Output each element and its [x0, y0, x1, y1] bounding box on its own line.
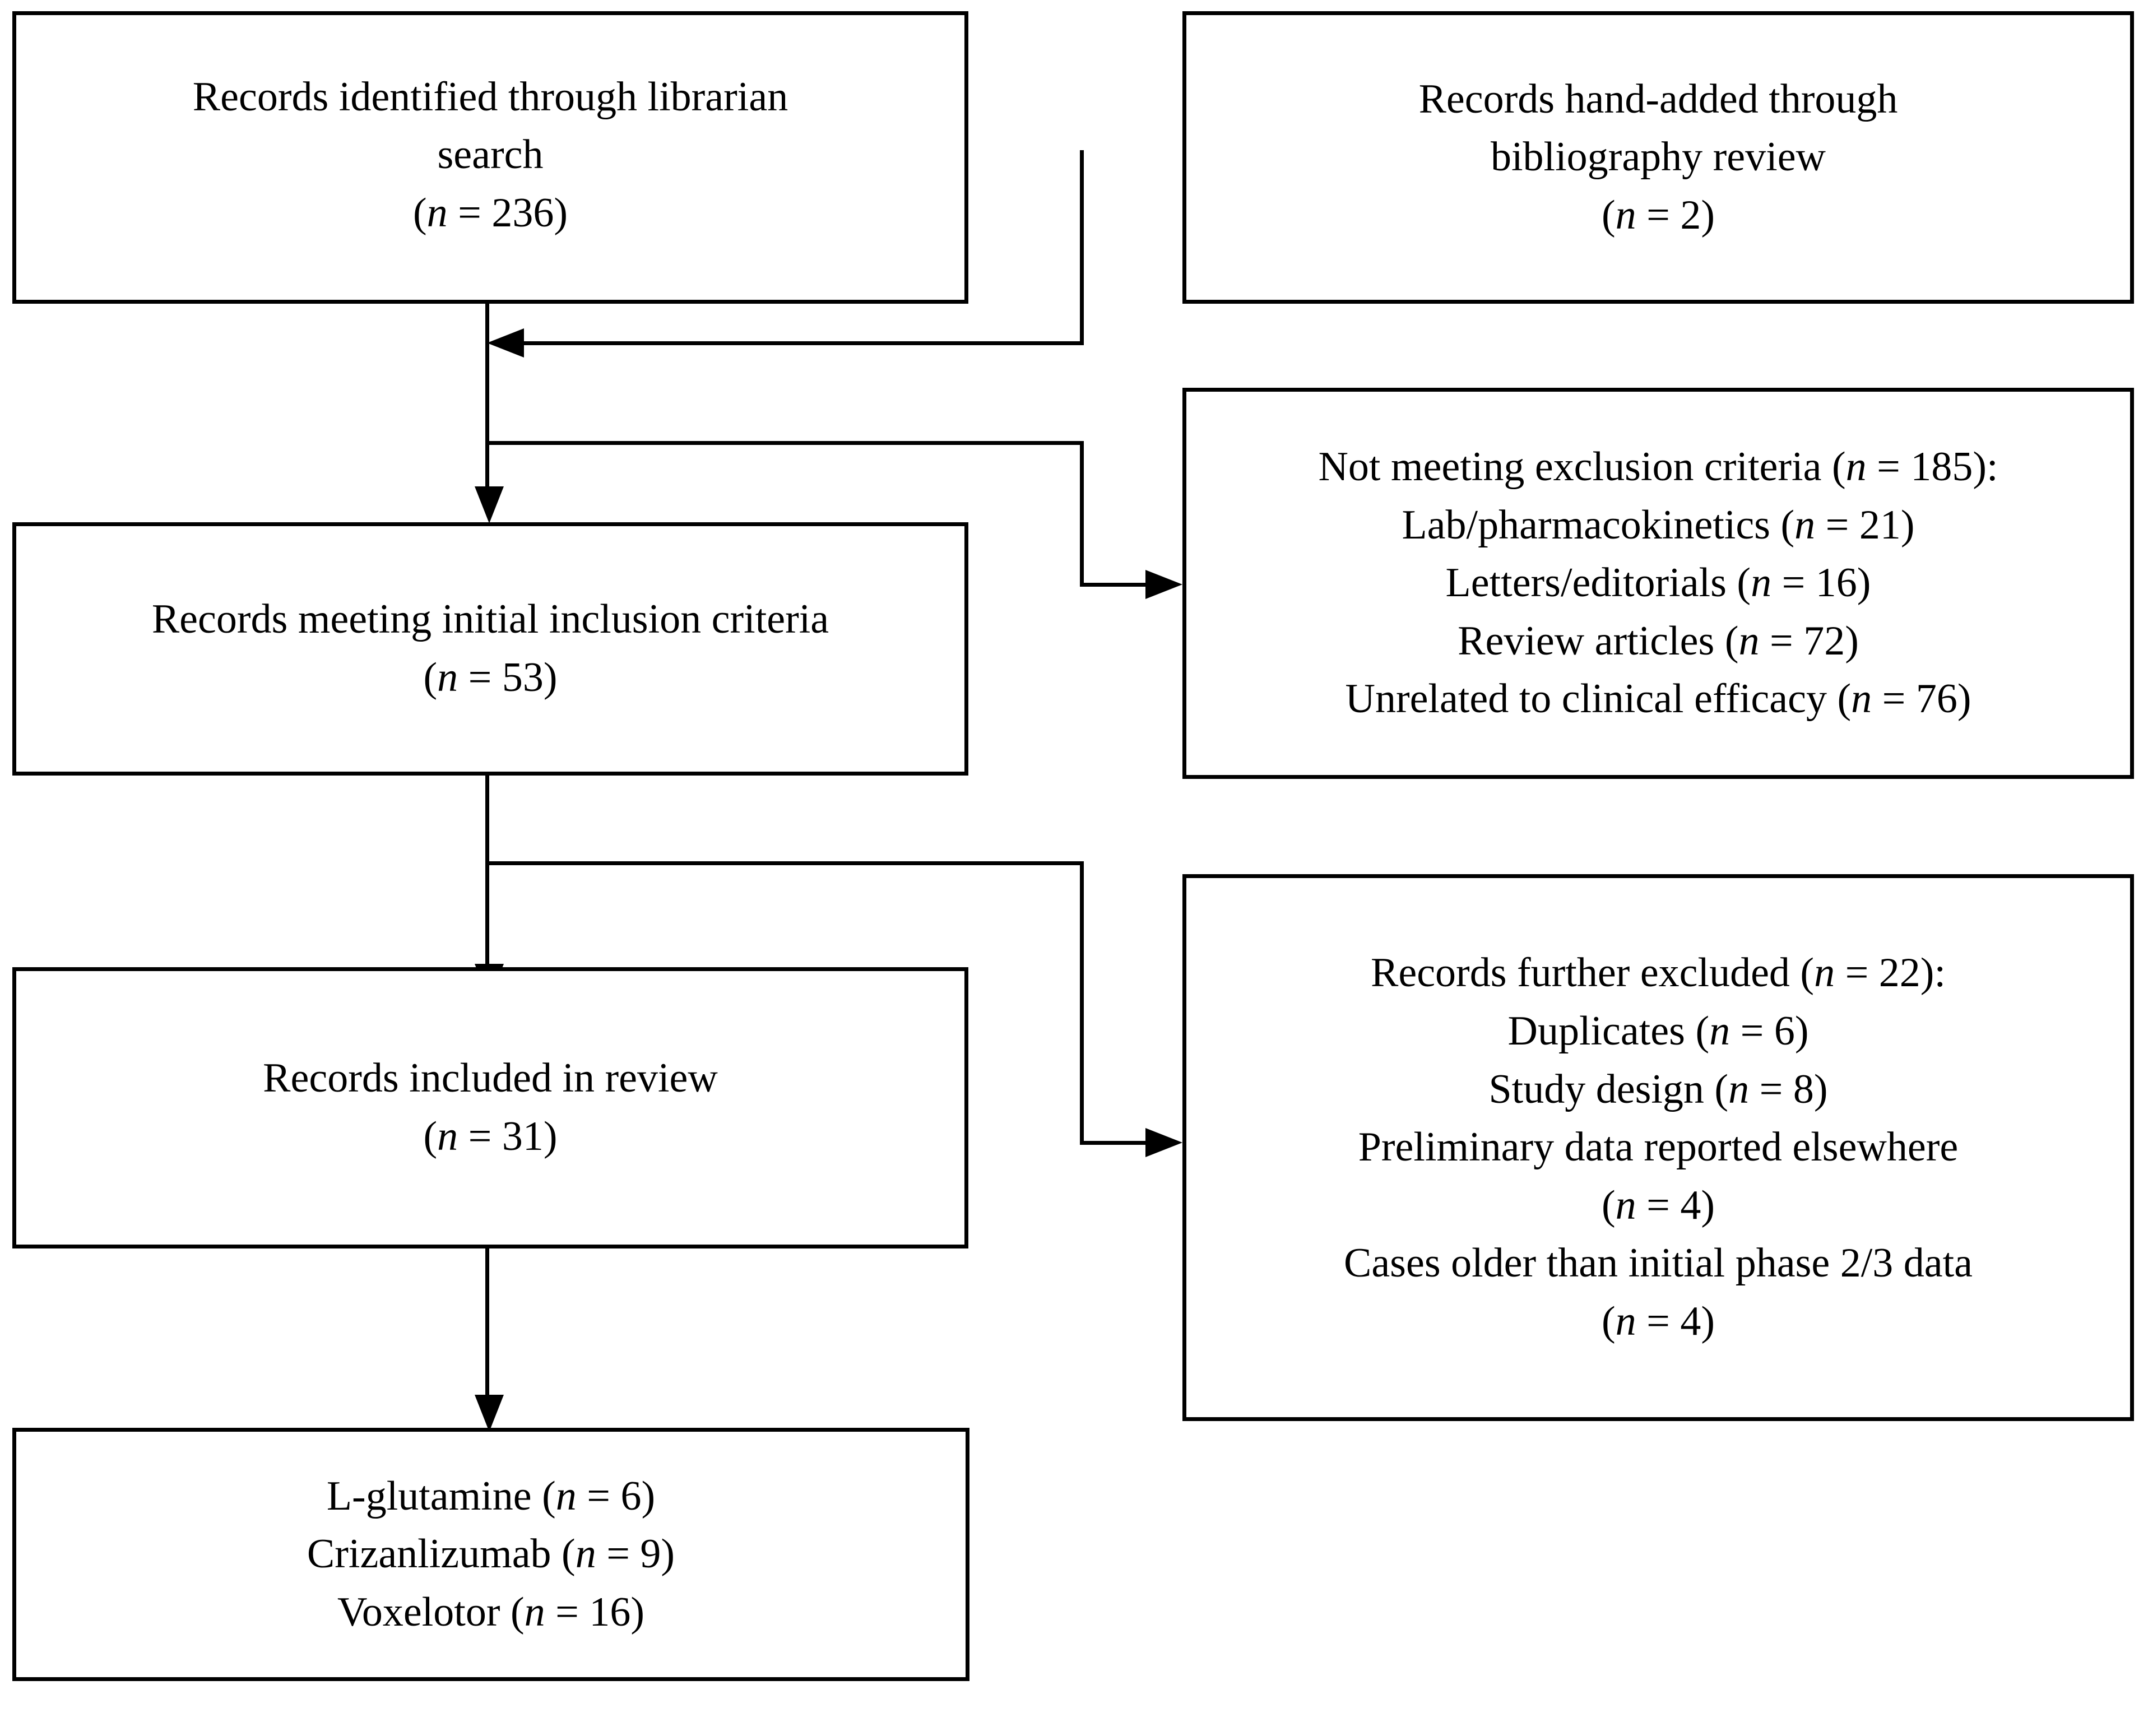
- box-further-excluded-line-3: Study design (n = 8): [1488, 1066, 1828, 1112]
- box-not-meeting-exclusion-criteria: Not meeting exclusion criteria (n = 185)…: [1182, 388, 2134, 779]
- box-further-excluded-line-1: Records further excluded (n = 22):: [1371, 950, 1946, 996]
- box-records-hand-added-line-1: Records hand-added through: [1418, 76, 1898, 122]
- box-records-identified: Records identified through librarian sea…: [12, 11, 968, 304]
- box-exclusion-line-1: Not meeting exclusion criteria (n = 185)…: [1318, 444, 1998, 490]
- box-further-excluded-line-2: Duplicates (n = 6): [1507, 1008, 1809, 1055]
- connector-branch-to-further-excluded-vertical: [1080, 861, 1084, 1143]
- box-records-meeting-initial-inclusion: Records meeting initial inclusion criter…: [12, 522, 968, 776]
- box-records-identified-line-3: (n = 236): [412, 189, 568, 236]
- box-records-included-in-review: Records included in review (n = 31): [12, 967, 968, 1248]
- connector-hand-added-vertical: [1080, 150, 1084, 343]
- connector-branch-to-exclusion-vertical: [1080, 441, 1084, 584]
- box-drug-breakdown: L-glutamine (n = 6) Crizanlizumab (n = 9…: [12, 1428, 969, 1681]
- connector-branch-to-further-excluded-horizontal: [485, 861, 1084, 865]
- box-records-identified-line-2: search: [437, 132, 544, 178]
- arrow-into-further-excluded-box: [1145, 1128, 1182, 1157]
- connector-branch-to-exclusion-horizontal: [485, 441, 1084, 445]
- connector-identified-to-initial-stem: [485, 301, 489, 490]
- box-records-hand-added-line-3: (n = 2): [1601, 192, 1715, 238]
- box-further-excluded-line-6: Cases older than initial phase 2/3 data: [1343, 1240, 1973, 1287]
- box-exclusion-line-2: Lab/pharmacokinetics (n = 21): [1402, 502, 1915, 548]
- box-records-identified-line-1: Records identified through librarian: [192, 73, 788, 120]
- connector-into-exclusion-horizontal: [1080, 583, 1147, 587]
- arrow-into-initial-inclusion-box: [475, 486, 504, 523]
- box-included-in-review-line-2: (n = 31): [423, 1113, 558, 1159]
- connector-initial-to-included-stem: [485, 776, 489, 967]
- arrow-into-main-stem-left: [487, 328, 524, 358]
- box-records-hand-added: Records hand-added through bibliography …: [1182, 11, 2134, 304]
- box-drug-breakdown-line-1: L-glutamine (n = 6): [326, 1473, 656, 1519]
- box-records-hand-added-line-2: bibliography review: [1491, 134, 1826, 180]
- box-initial-inclusion-line-2: (n = 53): [423, 655, 558, 700]
- box-further-excluded-line-4: Preliminary data reported elsewhere: [1358, 1124, 1959, 1171]
- arrow-into-not-meeting-exclusion-box: [1145, 570, 1182, 599]
- box-included-in-review-line-1: Records included in review: [263, 1055, 718, 1102]
- connector-hand-added-horizontal: [524, 341, 1084, 345]
- connector-included-to-drugs-stem: [485, 1248, 489, 1400]
- connector-into-further-excluded-horizontal: [1080, 1141, 1147, 1145]
- box-drug-breakdown-line-3: Voxelotor (n = 16): [337, 1589, 645, 1635]
- arrow-into-drug-breakdown-box: [475, 1395, 504, 1432]
- box-initial-inclusion-line-1: Records meeting initial inclusion criter…: [151, 596, 829, 643]
- box-exclusion-line-3: Letters/editorials (n = 16): [1445, 560, 1871, 606]
- box-further-excluded-line-7: (n = 4): [1601, 1298, 1715, 1344]
- box-drug-breakdown-line-2: Crizanlizumab (n = 9): [307, 1531, 675, 1577]
- box-further-excluded-line-5: (n = 4): [1601, 1182, 1715, 1228]
- box-exclusion-line-5: Unrelated to clinical efficacy (n = 76): [1345, 676, 1971, 722]
- box-records-further-excluded: Records further excluded (n = 22): Dupli…: [1182, 874, 2134, 1421]
- box-exclusion-line-4: Review articles (n = 72): [1458, 618, 1859, 664]
